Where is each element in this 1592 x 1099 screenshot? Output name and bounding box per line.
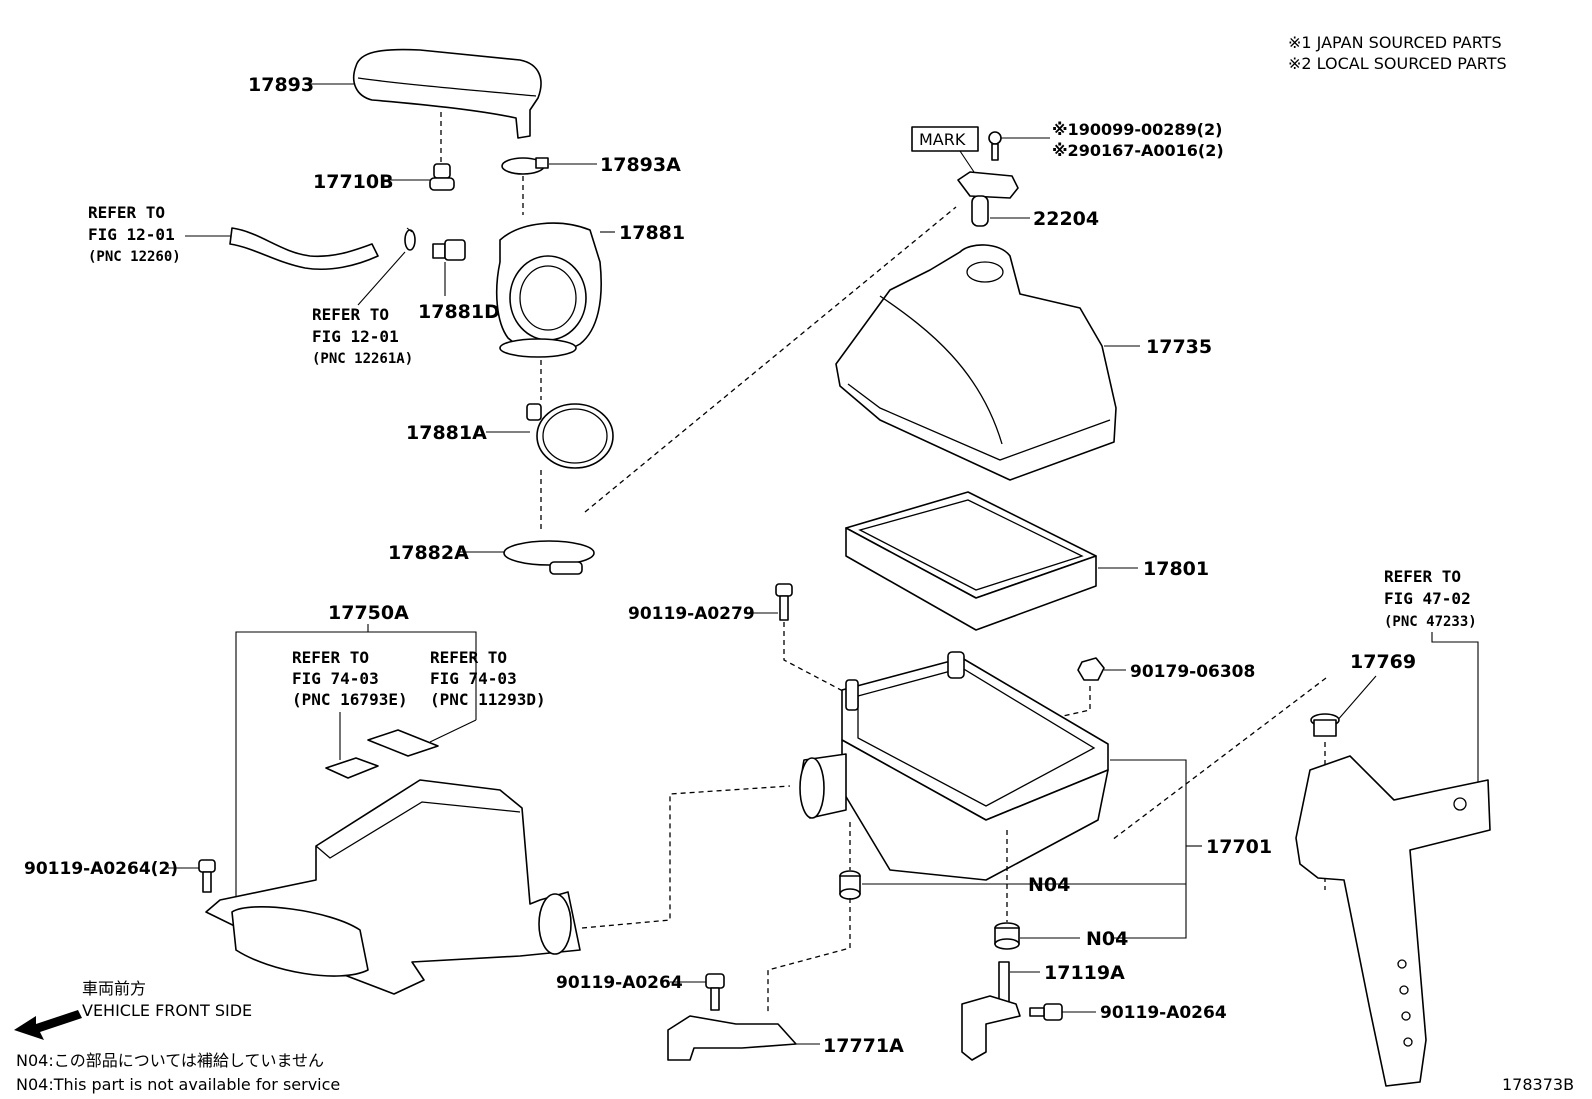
bracket-17771A[interactable] [667,1015,797,1061]
clip-pnc-12261A[interactable] [404,227,416,251]
intake-connector-17881[interactable] [495,222,602,358]
grommet-n04-b[interactable] [994,922,1020,950]
fitting-17881D[interactable] [432,239,466,261]
clamp-17881A[interactable] [526,403,614,469]
label-90119-A0264-b: 90119-A0264 [1100,1003,1227,1023]
intake-inlet-17750A[interactable] [205,779,581,995]
note-japan-sourced: ※1 JAPAN SOURCED PARTS [1288,33,1502,52]
label-17801: 17801 [1143,558,1209,580]
label-90119-A0264-2: 90119-A0264(2) [24,859,178,879]
note-local-sourced: ※2 LOCAL SOURCED PARTS [1288,54,1507,73]
air-filter-element-17801[interactable] [845,491,1097,631]
bracket-pnc-47233[interactable] [1295,755,1491,1087]
front-direction-jp: 車両前方 [82,979,146,998]
front-direction-en: VEHICLE FRONT SIDE [82,1001,252,1020]
mark-box [911,126,979,152]
label-22204: 22204 [1033,208,1099,230]
clamp-17893A[interactable] [501,157,549,175]
label-17881A: 17881A [406,422,487,444]
ref-hose-line3: (PNC 12260) [88,249,181,265]
ref-clip-line3: (PNC 12261A) [312,351,413,367]
label-17881D: 17881D [418,301,500,323]
front-direction-arrow-icon [14,1010,82,1040]
ref-label-b-line1: REFER TO [430,648,507,667]
ref-label-b-line3: (PNC 11293D) [430,690,546,709]
ref-hose-line2: FIG 12-01 [88,225,175,244]
label-17735: 17735 [1146,336,1212,358]
note-n04-en: N04:This part is not available for servi… [16,1075,340,1094]
label-190099: ※190099-00289(2) [1052,120,1222,139]
figure-id: 178373B [1502,1075,1574,1094]
bolt-90119-A0279[interactable] [775,583,793,621]
caution-label-11293D[interactable] [367,729,439,757]
mark-text: MARK [919,130,966,149]
resonator-17893[interactable] [352,48,542,139]
ref-hose-line1: REFER TO [88,203,165,222]
grommet-17769[interactable] [1310,713,1340,737]
air-cleaner-cap-17735[interactable] [835,244,1117,481]
caution-label-16793E[interactable] [325,757,379,779]
label-17882A: 17882A [388,542,469,564]
label-90119-A0279: 90119-A0279 [628,604,755,624]
hose-pnc-12260[interactable] [229,227,379,271]
maf-sensor-22204[interactable] [957,171,1019,227]
ref-clip-line2: FIG 12-01 [312,327,399,346]
clamp-17882A[interactable] [503,540,595,575]
grommet-n04-a[interactable] [839,870,861,900]
note-n04-jp: N04:この部品については補給していません [16,1051,324,1070]
ref-bracket-line1: REFER TO [1384,567,1461,586]
label-290167: ※290167-A0016(2) [1052,141,1224,160]
label-17701: 17701 [1206,836,1272,858]
label-17893: 17893 [248,74,314,96]
bolt-90119-A0264-a[interactable] [705,973,725,1011]
air-cleaner-case-17701[interactable] [799,651,1109,881]
ref-label-a-line2: FIG 74-03 [292,669,379,688]
label-17769: 17769 [1350,651,1416,673]
nut-90179-06308[interactable] [1077,657,1105,681]
ref-label-b-line2: FIG 74-03 [430,669,517,688]
bracket-17119A[interactable] [961,995,1021,1061]
ref-bracket-line3: (PNC 47233) [1384,614,1477,630]
bolt-90119-A0264-b[interactable] [1029,1003,1063,1021]
screw-190099[interactable] [988,131,1002,161]
ref-label-a-line1: REFER TO [292,648,369,667]
label-n04-a: N04 [1028,874,1070,896]
ref-clip-line1: REFER TO [312,305,389,324]
grommet-17710B[interactable] [429,163,455,191]
label-17710B: 17710B [313,171,394,193]
label-90179-06308: 90179-06308 [1130,662,1255,682]
label-n04-b: N04 [1086,928,1128,950]
label-17881: 17881 [619,222,685,244]
label-17893A: 17893A [600,154,681,176]
label-17750A: 17750A [328,602,409,624]
label-17771A: 17771A [823,1035,904,1057]
label-90119-A0264-a: 90119-A0264 [556,973,683,993]
ref-bracket-line2: FIG 47-02 [1384,589,1471,608]
ref-label-a-line3: (PNC 16793E) [292,690,408,709]
bolt-90119-A0264-2[interactable] [198,859,216,893]
label-17119A: 17119A [1044,962,1125,984]
